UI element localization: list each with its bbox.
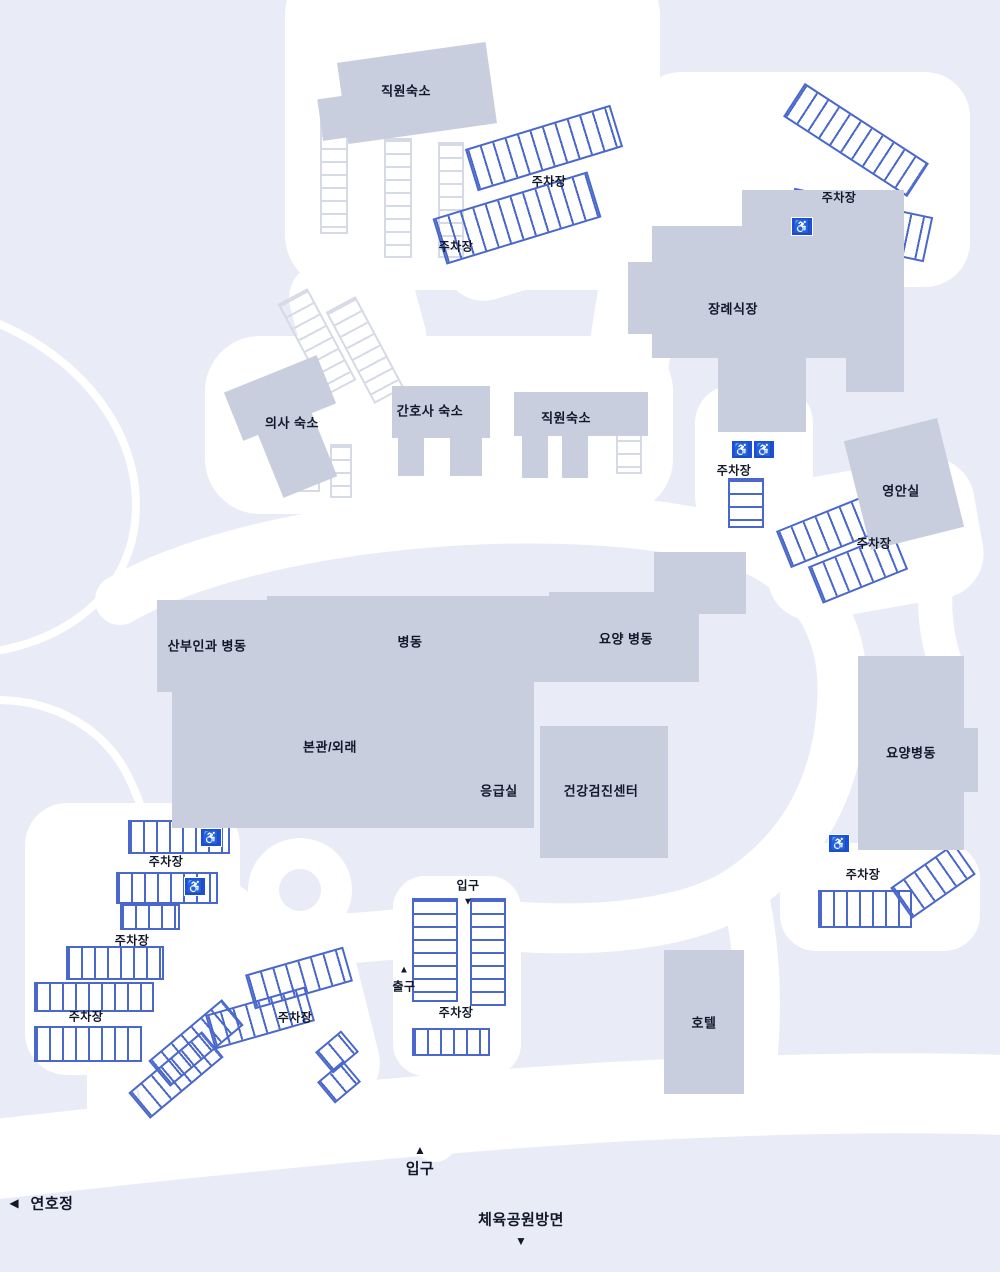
parking-row (412, 898, 458, 1002)
building-label-checkup-center: 건강검진센터 (563, 783, 639, 799)
building-nurse-dorm (392, 386, 490, 438)
arrow-down-icon: ▼ (463, 896, 473, 908)
accessible-parking-icon: ♿ (731, 440, 753, 459)
building-label-doctor-dorm: 의사 숙소 (265, 415, 319, 431)
building-hotel (664, 950, 744, 1094)
arrow-left-icon: ◀ (9, 1196, 19, 1210)
building-label-nurse-dorm: 간호사 숙소 (396, 403, 464, 419)
parking-label: 주차장 (845, 867, 881, 882)
parking-label: 주차장 (114, 933, 150, 948)
building-label-nursing-hospital: 요양병동 (886, 745, 936, 761)
building-funeral-hall (846, 330, 904, 392)
parking-label: 주차장 (68, 1009, 104, 1024)
building-funeral-hall (718, 354, 806, 432)
parking-label: 주차장 (148, 854, 184, 869)
parking-label: 주차장 (531, 174, 567, 189)
building-label-hotel: 호텔 (691, 1015, 717, 1031)
parking-row (120, 904, 180, 930)
building-staff-dorm-top (317, 93, 368, 141)
arrow-up-icon: ▲ (399, 964, 409, 976)
accessible-parking-icon: ♿ (184, 877, 206, 896)
building-ward (267, 596, 549, 682)
entrance-label-top: 입구 (456, 878, 480, 893)
parking-row (34, 982, 154, 1012)
building-nurse-dorm (398, 436, 424, 476)
parking-label: 주차장 (716, 463, 752, 478)
building-checkup-center (540, 726, 668, 858)
sports-park-label: 체육공원방면 (478, 1211, 564, 1229)
building-staff-dorm-2 (562, 434, 588, 478)
accessible-parking-icon: ♿ (828, 834, 850, 853)
building-label-staff-dorm-top: 직원숙소 (381, 83, 431, 99)
building-label-staff-dorm-2: 직원숙소 (541, 410, 591, 426)
building-staff-dorm-2 (514, 392, 648, 436)
parking-label: 주차장 (277, 1010, 313, 1025)
parking-row (470, 898, 506, 1006)
arrow-down-icon: ▼ (515, 1234, 527, 1248)
accessible-parking-icon: ♿ (200, 828, 222, 847)
parking-row (412, 1028, 490, 1056)
parking-label: 주차장 (821, 190, 857, 205)
building-funeral-hall (628, 262, 668, 334)
parking-row (66, 946, 164, 980)
building-label-funeral-hall: 장례식장 (708, 301, 758, 317)
building-main-outpatient (172, 678, 534, 828)
parking-label: 주차장 (438, 1005, 474, 1020)
building-nursing-hospital (950, 728, 978, 792)
building-staff-dorm-2 (522, 434, 548, 478)
exit-label: 출구 (392, 979, 416, 994)
building-obgyn-ward (157, 600, 269, 692)
parking-label: 주차장 (856, 536, 892, 551)
parking-label: 주차장 (438, 239, 474, 254)
building-nursing-hospital (858, 656, 964, 850)
arrow-up-icon: ▲ (414, 1143, 426, 1157)
entrance-label-bottom: 입구 (405, 1160, 435, 1178)
building-label-er: 응급실 (480, 783, 518, 799)
accessible-parking-icon: ♿ (791, 217, 813, 236)
building-nurse-dorm (450, 436, 482, 476)
building-nursing-ward (654, 552, 746, 614)
yeonhojeong-label: 연호정 (30, 1195, 74, 1213)
building-label-obgyn-ward: 산부인과 병동 (167, 638, 247, 654)
building-label-nursing-ward: 요양 병동 (599, 631, 653, 647)
accessible-parking-icon: ♿ (753, 440, 775, 459)
building-label-ward: 병동 (397, 634, 423, 650)
parking-row-gray (384, 138, 412, 258)
building-label-main-outpatient: 본관/외래 (303, 739, 357, 755)
parking-row (728, 478, 764, 528)
building-label-mortuary: 영안실 (882, 483, 920, 499)
parking-row (34, 1026, 142, 1062)
